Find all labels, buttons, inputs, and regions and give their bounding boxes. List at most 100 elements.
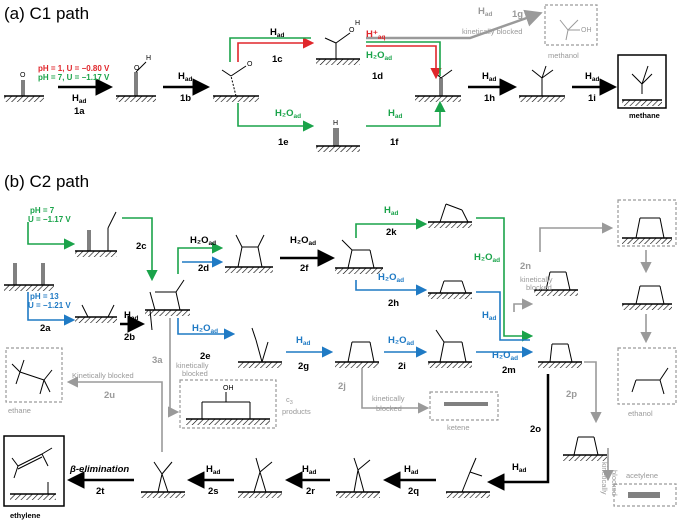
c2-ph7: pH = 7 (30, 206, 55, 215)
acetylene-label: acetylene (626, 471, 658, 480)
c2-surfaces (4, 221, 607, 498)
step-1h: 1h (484, 93, 495, 104)
c2-title: (b) C2 path (4, 172, 89, 191)
step-2o: 2o (530, 424, 541, 435)
c1-surfaces (4, 58, 662, 152)
step-1c: 1c (272, 54, 283, 65)
ethanol-molecules (617, 199, 677, 405)
svg-text:O: O (349, 27, 355, 34)
c2-h-ad-2k: Had (384, 205, 398, 217)
c2-h-ad-2o: Had (512, 462, 526, 474)
svg-text:H: H (355, 20, 360, 27)
c3-products-label: c3 (286, 395, 293, 406)
methane-label: methane (629, 111, 660, 120)
ketene-label: ketene (447, 423, 470, 432)
c1-methane-box (617, 54, 667, 109)
step-2r: 2r (306, 486, 315, 497)
c1-molecule-h2coh: OH (324, 20, 360, 59)
c2-molecules (13, 203, 599, 493)
c1-h2o-1e: H₂Oad (275, 108, 301, 120)
svg-text:O: O (134, 65, 140, 72)
step-2g: 2g (298, 361, 309, 372)
c1-h-ad-1b: Had (178, 71, 192, 83)
c2-h2o-2h: H₂Oad (378, 272, 404, 284)
ethane-label: ethane (8, 406, 31, 415)
c2-h2o-2i: H₂Oad (388, 335, 414, 347)
c2-ph13: pH = 13 (30, 292, 59, 301)
c2-h2o-2e: H₂Oad (192, 323, 218, 335)
c2-h-ad-2r: Had (302, 464, 316, 476)
step-2h: 2h (388, 298, 399, 309)
step-2j: 2j (338, 381, 346, 392)
c1-arrows (58, 9, 617, 132)
c1-methanol-box: OH (544, 4, 598, 46)
step-1a: 1a (74, 106, 85, 117)
c1-h-ad-1g: Had (478, 6, 492, 18)
c1-h2o-1d: H₂Oad (366, 50, 392, 62)
step-3a: 3a (152, 355, 163, 366)
svg-text:O: O (247, 61, 253, 68)
c1-h-ad-1i: Had (585, 71, 599, 83)
c2-h2o-green: H₂Oad (474, 252, 500, 264)
c1-molecule-cho: OH (134, 55, 151, 96)
step-1i: 1i (588, 93, 596, 104)
c1-h-ad-1a: Had (72, 93, 86, 105)
c2-u117: U = −1.17 V (28, 215, 71, 224)
atom-o: O (20, 72, 26, 79)
c2-u121: U = −1.21 V (28, 301, 71, 310)
c1-molecule-hcoh: O (221, 61, 253, 97)
step-2p: 2p (566, 389, 577, 400)
step-2t: 2t (96, 486, 105, 497)
c2-h-ad-2q: Had (404, 464, 418, 476)
step-2b: 2b (124, 332, 135, 343)
step-1d: 1d (372, 71, 383, 82)
ethane-box (5, 347, 63, 403)
ethylene-box (3, 435, 65, 507)
step-1g: 1g (512, 9, 523, 20)
step-2d: 2d (198, 263, 209, 274)
step-2m: 2m (502, 365, 516, 376)
c1-h-ad-1h: Had (482, 71, 496, 83)
c2-kinetically-2n: kinetically (520, 275, 553, 284)
c1-cond-red: pH = 1, U = −0.80 V (38, 64, 110, 73)
c2-h-ad-2s: Had (206, 464, 220, 476)
svg-text:H: H (333, 120, 338, 127)
c1-h-ad-1f: Had (388, 108, 402, 120)
c2-h2o-2f: H₂Oad (290, 235, 316, 247)
ethylene-label: ethylene (10, 511, 40, 520)
step-1f: 1f (390, 137, 399, 148)
c1-molecule-ch3 (531, 65, 554, 96)
step-2a: 2a (40, 323, 51, 334)
c2-kinetically-right: kinetically (600, 462, 609, 495)
step-2i: 2i (398, 361, 406, 372)
c2-blocked-right: blocked (610, 470, 619, 496)
step-2n: 2n (520, 261, 531, 272)
c2-h2o-2m: H₂Oad (492, 350, 518, 362)
acetylene-box (613, 483, 677, 507)
svg-text:OH: OH (581, 27, 592, 34)
step-1e: 1e (278, 137, 289, 148)
c2-blocked-2n: blocked (526, 283, 552, 292)
c2-kinetically-3a: kinetically (176, 361, 209, 370)
c1-molecule-co: O (20, 72, 26, 96)
step-2s: 2s (208, 486, 219, 497)
step-1b: 1b (180, 93, 191, 104)
step-2c: 2c (136, 241, 147, 252)
step-2k: 2k (386, 227, 397, 238)
step-2q: 2q (408, 486, 419, 497)
svg-text:OH: OH (223, 385, 234, 392)
ketene-box (429, 391, 499, 421)
step-2u: 2u (104, 390, 115, 401)
c2-arrows (27, 217, 652, 491)
c2-blocked-2j: blocked (376, 404, 402, 413)
c2-beta-elim: β-elimination (69, 464, 129, 475)
c3-products-box: OH (179, 379, 277, 429)
svg-text:H: H (146, 55, 151, 62)
c2-h-ad-2g: Had (296, 335, 310, 347)
c1-molecule-ch: H (333, 120, 339, 146)
c2-h-ad-2b: Had (124, 310, 138, 322)
c2-kinetically-blocked-2u: Kinetically blocked (72, 371, 134, 380)
c2-kinetically-2j: kinetically (372, 394, 405, 403)
